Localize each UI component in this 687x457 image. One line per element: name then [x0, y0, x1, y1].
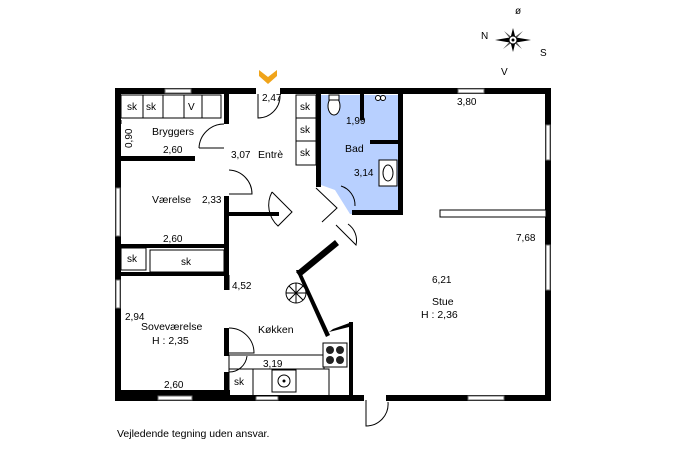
dim-vaerelse-depth: 2,33 [202, 195, 222, 206]
stue-partition [439, 209, 547, 218]
dim-vaerelse-width: 2,60 [163, 234, 183, 245]
dim-stue-length: 6,21 [432, 275, 452, 286]
windows [115, 88, 551, 401]
compass-s: S [540, 48, 547, 59]
entrance-arrow-icon [259, 70, 277, 84]
fixture-sk-4: sk [300, 125, 311, 136]
fixture-v: V [188, 102, 195, 113]
drain-icon [375, 95, 381, 101]
fixture-sk-1: sk [127, 102, 138, 113]
bath-fixtures [327, 94, 398, 187]
room-entre: Entrè [258, 149, 283, 161]
room-bryggers: Bryggers [152, 126, 194, 138]
dim-entre-width: 2,47 [262, 93, 282, 104]
dim-koekken-width: 3,19 [263, 359, 283, 370]
fixture-sk-6: sk [127, 254, 138, 265]
dim-stue-depth: 7,68 [516, 233, 536, 244]
fixture-sk-8: sk [234, 377, 245, 388]
fixture-sk-2: sk [146, 102, 157, 113]
room-stue: Stue [432, 296, 454, 308]
room-bad: Bad [345, 143, 364, 155]
compass-o: ø [515, 6, 521, 17]
entrance-opening [256, 87, 280, 95]
dim-bad-depth: 3,14 [354, 168, 374, 179]
dim-bryggers-depth: 0,90 [124, 128, 135, 148]
dim-bryggers-width: 2,60 [163, 145, 183, 156]
bryggers-cabinets [120, 94, 222, 119]
dim-stue-width: 3,80 [457, 97, 477, 108]
compass-v: V [501, 67, 508, 78]
dim-bad-width: 1,99 [346, 116, 366, 127]
stove-icon [322, 342, 348, 368]
room-koekken: Køkken [258, 324, 294, 336]
dim-sove-depth: 2,94 [125, 312, 145, 323]
compass-n: N [481, 31, 488, 42]
fixture-sk-3: sk [300, 102, 311, 113]
fixture-sk-7: sk [181, 257, 192, 268]
room-vaerelse: Værelse [152, 194, 191, 206]
compass-icon: ø N S V [481, 6, 547, 78]
room-stue-height: H : 2,36 [421, 309, 458, 321]
dim-entre-depth: 3,07 [231, 150, 251, 161]
entre-wardrobes [295, 94, 317, 166]
dim-koekken-depth: 4,52 [232, 281, 252, 292]
door-swings [120, 120, 357, 373]
interior-walls [120, 94, 547, 397]
terrace-door [365, 400, 389, 427]
dim-sove-width: 2,60 [164, 380, 184, 391]
fixture-sk-5: sk [300, 148, 311, 159]
room-sovevaerelse: Soveværelse [141, 321, 202, 333]
room-sovevaerelse-height: H : 2,35 [152, 335, 189, 347]
kitchen-fixtures [271, 282, 348, 393]
disclaimer-text: Vejledende tegning uden ansvar. [117, 428, 270, 440]
